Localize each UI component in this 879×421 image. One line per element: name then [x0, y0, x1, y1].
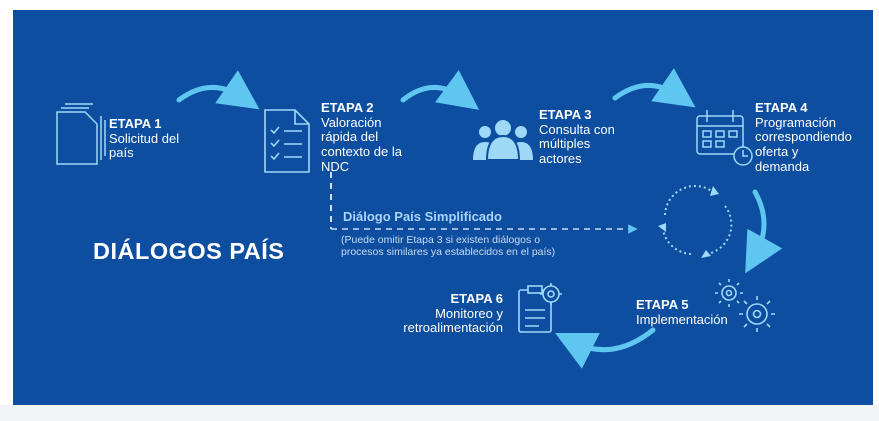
stage-1-title: ETAPA 1 — [109, 116, 162, 131]
arrow-5-to-6 — [555, 327, 656, 369]
stage-5: ETAPA 5 Implementación — [636, 297, 728, 327]
stage-2: ETAPA 2 Valoración rápida del contexto d… — [321, 100, 402, 174]
stage-3-line-2: múltiples — [539, 136, 591, 152]
documents-icon — [56, 103, 106, 165]
bottom-strip — [0, 405, 879, 421]
simplified-note-line-1: (Puede omitir Etapa 3 si existen diálogo… — [341, 234, 541, 246]
arrow-2-to-3 — [400, 70, 480, 110]
stage-5-line-1: Implementación — [636, 311, 728, 327]
stage-3-line-1: Consulta con — [539, 121, 615, 137]
stage-2-line-1: Valoración — [321, 114, 382, 130]
clipboard-gear-icon — [518, 283, 562, 333]
stage-2-line-3: contexto de la — [321, 144, 402, 160]
people-group-icon — [473, 120, 533, 161]
stage-2-line-2: rápida del — [321, 129, 379, 145]
diagram-title: DIÁLOGOS PAÍS — [93, 238, 285, 264]
stage-4-line-1: Programación — [755, 114, 836, 130]
stage-4: ETAPA 4 Programación correspondiendo ofe… — [755, 100, 852, 174]
cycle-icon — [662, 185, 733, 255]
simplified-dialogue-note: (Puede omitir Etapa 3 si existen diálogo… — [341, 234, 601, 258]
arrow-1-to-2 — [176, 70, 260, 110]
stage-4-line-3: oferta y — [755, 144, 799, 160]
stage-6-line-1: Monitoreo y — [435, 305, 503, 321]
stage-3: ETAPA 3 Consulta con múltiples actores — [539, 107, 615, 167]
cycle-arrowheads — [658, 186, 719, 258]
stage-4-line-2: correspondiendo — [755, 129, 852, 145]
arrow-3-to-4 — [612, 68, 696, 108]
stage-6: ETAPA 6 Monitoreo y retroalimentación — [383, 291, 504, 336]
stage-3-line-3: actores — [539, 151, 582, 167]
arrow-4-to-5 — [745, 189, 783, 274]
stage-5-title: ETAPA 5 — [636, 297, 689, 312]
diagram-graphics — [56, 68, 783, 369]
simplified-note-line-2: procesos similares ya establecidos en el… — [341, 246, 556, 259]
stage-1: ETAPA 1 Solicitud del país — [109, 116, 180, 161]
stage-3-title: ETAPA 3 — [539, 107, 592, 122]
stage-1-line-2: país — [109, 145, 134, 161]
stage-4-line-4: demanda — [755, 158, 810, 174]
gears-icon — [715, 279, 775, 332]
stage-2-line-4: NDC — [321, 158, 350, 174]
simplified-dialogue-label: Diálogo País Simplificado — [343, 209, 502, 224]
stage-4-title: ETAPA 4 — [755, 100, 808, 115]
calendar-clock-icon — [696, 110, 753, 166]
stage-2-title: ETAPA 2 — [321, 100, 374, 115]
diagram-panel: DIÁLOGOS PAÍS ETAPA 1 Solicitud del país… — [13, 10, 873, 405]
stage-6-title: ETAPA 6 — [450, 291, 504, 306]
stage-6-line-2: retroalimentación — [403, 320, 503, 336]
stage-1-line-1: Solicitud del — [109, 130, 180, 146]
checklist-icon — [264, 109, 310, 173]
